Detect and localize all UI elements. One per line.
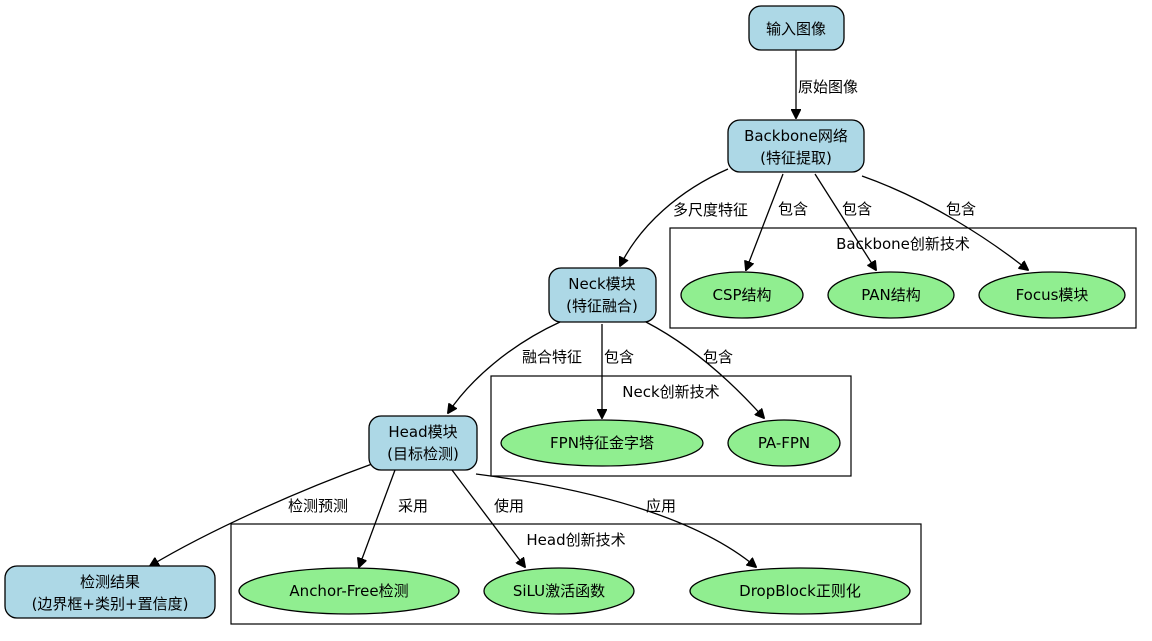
- cluster-head-tech-label: Head创新技术: [526, 531, 625, 549]
- node-anchorfree: Anchor-Free检测: [238, 567, 460, 615]
- edge-head-anchorfree: 采用: [359, 469, 428, 567]
- cluster-head-tech: Head创新技术: [230, 523, 922, 625]
- cluster-neck-tech: Neck创新技术: [490, 375, 852, 477]
- edge-input-backbone: 原始图像: [796, 50, 858, 118]
- node-result-subtitle: (边界框+类别+置信度): [32, 595, 189, 613]
- edge-label-head-silu: 使用: [494, 497, 524, 515]
- node-neck-subtitle: (特征融合): [566, 297, 638, 315]
- node-head: Head模块 (目标检测): [368, 415, 478, 471]
- edge-label-input-backbone: 原始图像: [798, 78, 858, 96]
- node-focus: Focus模块: [978, 271, 1126, 319]
- edge-label-head-result: 检测预测: [288, 497, 348, 515]
- node-head-title: Head模块: [388, 423, 457, 441]
- edge-label-head-anchorfree: 采用: [398, 497, 428, 515]
- edge-head-silu: 使用: [451, 469, 525, 567]
- edge-label-head-dropblock: 应用: [646, 497, 676, 515]
- node-neck-title: Neck模块: [568, 275, 635, 293]
- cluster-neck-tech-label: Neck创新技术: [622, 383, 719, 401]
- edge-label-backbone-neck: 多尺度特征: [673, 201, 748, 219]
- node-pafpn: PA-FPN: [727, 419, 841, 467]
- edge-head-result: 检测预测: [150, 463, 373, 566]
- node-head-subtitle: (目标检测): [387, 445, 459, 463]
- node-result-title: 检测结果: [80, 573, 140, 591]
- node-focus-label: Focus模块: [1016, 286, 1089, 304]
- node-neck: Neck模块 (特征融合): [548, 267, 657, 323]
- edge-label-neck-pafpn: 包含: [703, 348, 733, 366]
- edge-head-dropblock: 应用: [475, 473, 756, 567]
- node-result: 检测结果 (边界框+类别+置信度): [4, 565, 216, 619]
- edge-label-neck-head: 融合特征: [522, 348, 582, 366]
- edge-neck-head: 融合特征: [448, 321, 582, 413]
- edge-backbone-pan: 包含: [814, 173, 876, 270]
- node-csp-label: CSP结构: [712, 286, 771, 304]
- edge-backbone-focus: 包含: [861, 175, 1028, 270]
- edge-neck-pafpn: 包含: [645, 321, 764, 418]
- node-pan-label: PAN结构: [861, 286, 921, 304]
- node-pafpn-label: PA-FPN: [758, 434, 810, 452]
- node-input-image: 输入图像: [748, 5, 845, 51]
- edge-label-backbone-csp: 包含: [778, 200, 808, 218]
- node-fpn-label: FPN特征金字塔: [550, 434, 654, 452]
- node-silu: SiLU激活函数: [483, 567, 635, 615]
- node-dropblock-label: DropBlock正则化: [739, 582, 861, 600]
- edge-label-neck-fpn: 包含: [604, 348, 634, 366]
- node-dropblock: DropBlock正则化: [689, 567, 911, 615]
- node-backbone-subtitle: (特征提取): [760, 149, 832, 167]
- node-silu-label: SiLU激活函数: [513, 582, 605, 600]
- cluster-backbone-tech: Backbone创新技术: [669, 227, 1137, 329]
- edge-label-backbone-pan: 包含: [842, 200, 872, 218]
- node-anchorfree-label: Anchor-Free检测: [289, 582, 408, 600]
- node-fpn: FPN特征金字塔: [500, 419, 704, 467]
- node-backbone: Backbone网络 (特征提取): [727, 119, 865, 173]
- node-input-image-label: 输入图像: [766, 20, 826, 38]
- cluster-backbone-tech-label: Backbone创新技术: [836, 235, 970, 253]
- node-pan: PAN结构: [827, 271, 955, 319]
- node-csp: CSP结构: [680, 271, 804, 319]
- edge-label-backbone-focus: 包含: [946, 200, 976, 218]
- edge-backbone-csp: 包含: [746, 173, 808, 270]
- edge-backbone-neck: 多尺度特征: [620, 168, 748, 266]
- node-backbone-title: Backbone网络: [744, 127, 848, 145]
- edge-neck-fpn: 包含: [602, 324, 634, 418]
